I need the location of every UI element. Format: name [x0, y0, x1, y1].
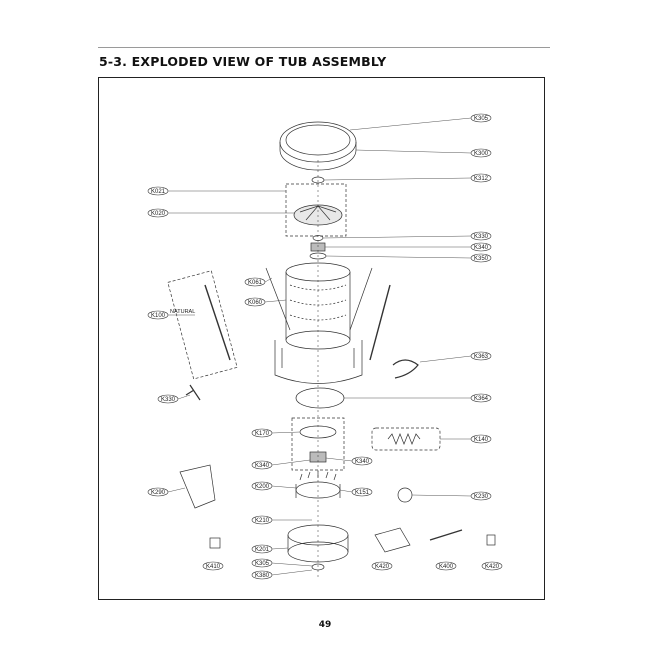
- part-label: K021: [151, 189, 166, 195]
- page-number: 49: [318, 620, 332, 630]
- diagram-frame: [98, 77, 545, 600]
- part-label: K420: [485, 564, 500, 570]
- part-label: K210: [255, 518, 270, 524]
- stator-sides: [295, 484, 341, 498]
- hose: [392, 359, 419, 379]
- part-label: K312: [474, 176, 489, 182]
- lid-ring-outer: [279, 121, 357, 163]
- suspension-rods-upper: [265, 267, 373, 331]
- outer-tub-ribs: [281, 348, 355, 368]
- lid-ring-inner: [285, 124, 351, 156]
- part-label: K330: [161, 397, 176, 403]
- part-label: K290: [151, 490, 166, 496]
- bottom-plate: [295, 387, 345, 409]
- part-label: K200: [255, 484, 270, 490]
- part-label: K340: [255, 463, 270, 469]
- part-label: K151: [355, 490, 370, 496]
- natural-annotation: NATURAL: [170, 309, 195, 315]
- part-k410: [209, 537, 221, 549]
- spring: [387, 433, 421, 445]
- outer-tub-base: [274, 340, 363, 384]
- rotor-sides: [287, 535, 349, 552]
- suspension-rod-left: [204, 284, 231, 361]
- tub-walls: [285, 272, 351, 340]
- part-label: K100: [151, 313, 166, 319]
- valve: [179, 464, 216, 509]
- spring-box: [371, 427, 441, 451]
- part-label: K300: [474, 151, 489, 157]
- drain-plug: [185, 384, 201, 401]
- header-rule: [98, 47, 550, 48]
- part-label: K060: [248, 300, 263, 306]
- part-k400: [429, 529, 463, 541]
- part-label: K410: [206, 564, 221, 570]
- sensor: [397, 487, 413, 503]
- part-label: K400: [439, 564, 454, 570]
- part-label: K364: [474, 396, 489, 402]
- part-label: K201: [255, 547, 270, 553]
- part-label: K330: [474, 234, 489, 240]
- part-label: K340: [474, 245, 489, 251]
- part-label: K230: [474, 494, 489, 500]
- part-label: K305: [474, 116, 489, 122]
- part-label-texts: K305K300K312K021K020K330K340K350K061K060…: [151, 116, 500, 579]
- part-label: K020: [151, 211, 166, 217]
- part-label: K170: [255, 431, 270, 437]
- part-k420b: [486, 534, 496, 546]
- part-label: K350: [474, 256, 489, 262]
- suspension-rod-right: [369, 284, 391, 361]
- page-title: 5-3. EXPLODED VIEW OF TUB ASSEMBLY: [99, 54, 387, 69]
- part-label: K340: [355, 459, 370, 465]
- part-label: K305: [255, 561, 270, 567]
- part-label: K363: [474, 354, 489, 360]
- suspension-box: [167, 270, 238, 380]
- part-label: K420: [375, 564, 390, 570]
- stator-teeth: [299, 471, 337, 481]
- pulsator-box: [285, 183, 347, 237]
- part-label: K140: [474, 437, 489, 443]
- part-label: K380: [255, 573, 270, 579]
- part-label: K061: [248, 280, 263, 286]
- part-k420: [374, 527, 411, 553]
